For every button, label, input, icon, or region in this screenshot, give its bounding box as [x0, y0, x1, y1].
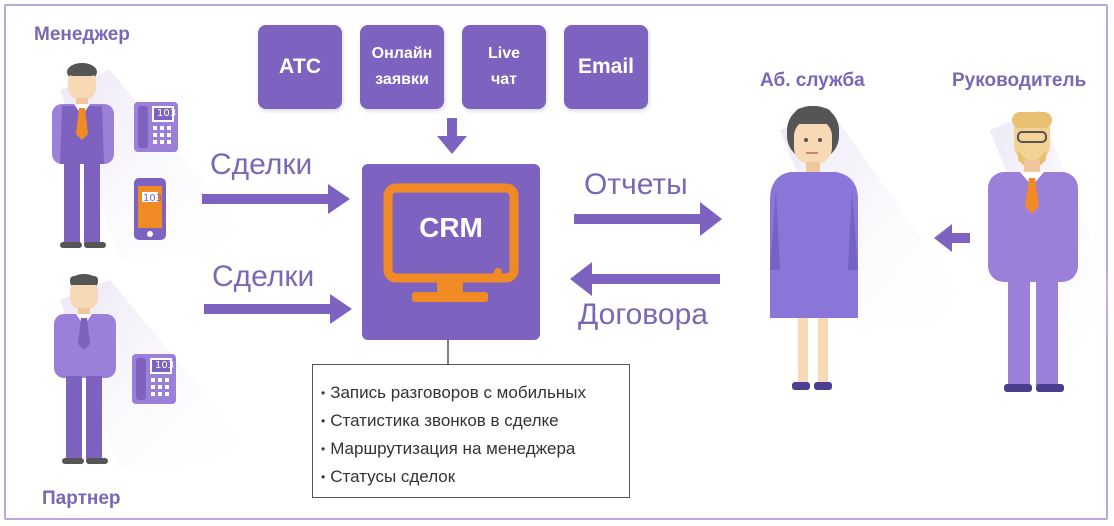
feature-item: •Запись разговоров с мобильных: [321, 383, 586, 402]
down-arrow-icon: [437, 118, 467, 154]
mobile-phone-icon: [134, 178, 166, 240]
crm-monitor-icon: [362, 164, 540, 340]
contracts-label: Договора: [578, 298, 708, 331]
director-arrow-icon: [934, 224, 970, 252]
director-label: Руководитель: [952, 70, 1087, 91]
channel-live-chat: Live чат: [462, 25, 546, 109]
deals-bottom-arrow-icon: [204, 294, 352, 324]
feature-item: •Маршрутизация на менеджера: [321, 439, 576, 459]
desk-phone-top-number: 103: [157, 108, 177, 119]
desk-phone-bottom-icon: [132, 354, 176, 404]
reports-arrow-icon: [574, 202, 722, 236]
channel-pbx: АТС: [258, 25, 342, 109]
arrows: [202, 118, 970, 324]
channel-pbx-label: АТС: [278, 55, 322, 78]
deals-bottom-label: Сделки: [212, 260, 315, 293]
manager-label: Менеджер: [34, 24, 130, 45]
channel-online-requests: Онлайн заявки: [360, 25, 444, 109]
desk-phone-bottom-number: 103: [155, 360, 175, 371]
service-label: Аб. служба: [760, 70, 865, 91]
contracts-arrow-icon: [570, 262, 720, 296]
channel-email: Email: [564, 25, 648, 109]
feature-item: •Статусы сделок: [321, 467, 456, 487]
crm-label: CRM: [419, 212, 483, 243]
feature-item: •Статистика звонков в сделке: [321, 411, 559, 431]
channel-online-requests-label: Онлайн заявки: [371, 45, 433, 88]
channel-email-label: Email: [577, 55, 635, 78]
channel-live-chat-label: Live чат: [487, 45, 520, 88]
director-figure: [988, 110, 1108, 392]
desk-phone-top-icon: [134, 102, 178, 152]
deals-top-label: Сделки: [210, 148, 313, 181]
features-list: •Запись разговоров с мобильных •Статисти…: [312, 364, 630, 498]
service-figure: [770, 106, 980, 390]
manager-figure: [52, 63, 260, 260]
reports-label: Отчеты: [584, 168, 688, 201]
diagram-frame: [4, 4, 1108, 520]
mobile-phone-number: 103: [143, 193, 163, 204]
partner-label: Партнер: [42, 488, 121, 509]
deals-top-arrow-icon: [202, 184, 350, 214]
